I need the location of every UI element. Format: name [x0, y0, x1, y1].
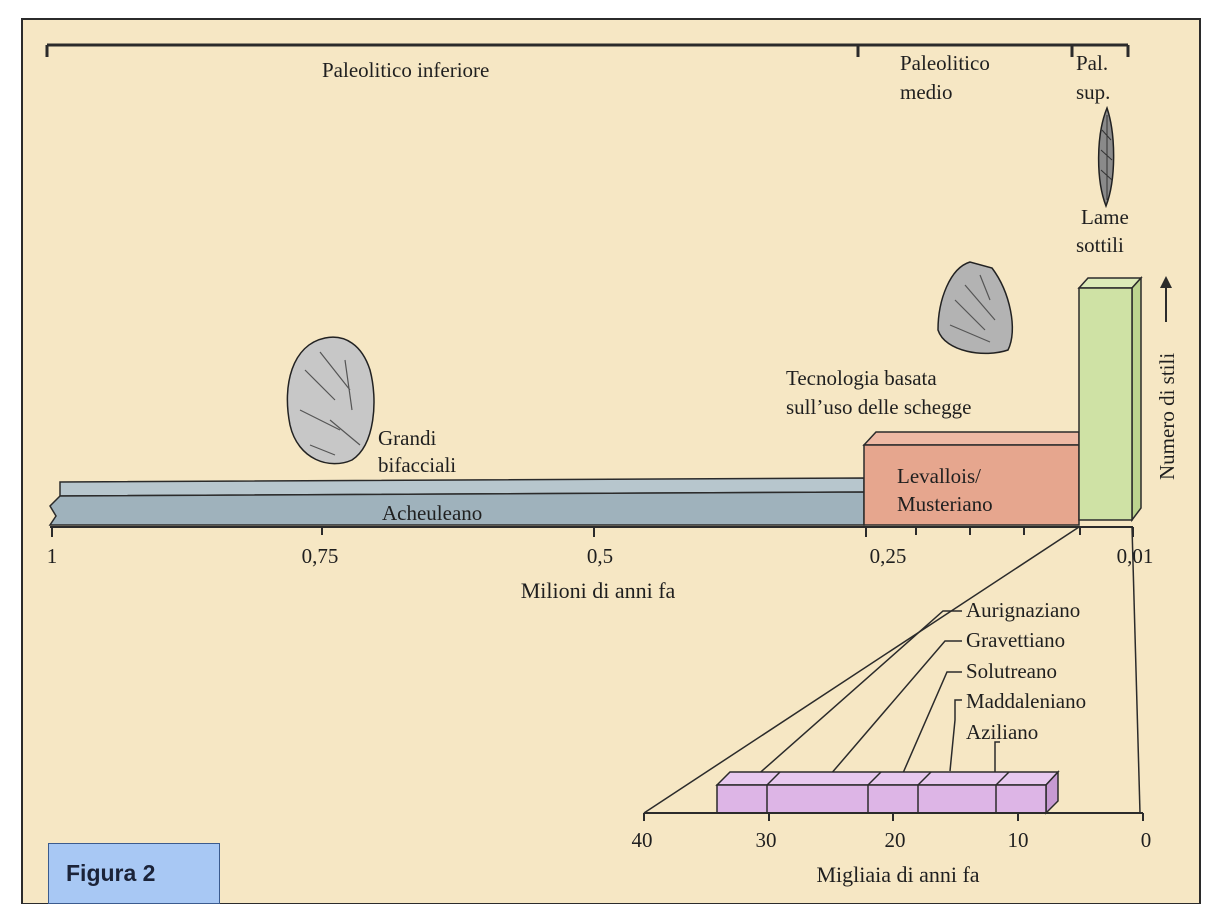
inset-tick-label: 20 [885, 828, 906, 852]
inset-tick-label: 0 [1141, 828, 1152, 852]
inset-tick-label: 30 [756, 828, 777, 852]
figure-label: Figura 2 [48, 843, 220, 904]
blades-label-line2: sottili [1076, 233, 1124, 257]
main-axis-title: Milioni di anni fa [521, 578, 676, 603]
culture-label: Aziliano [966, 720, 1038, 744]
period-middle-label-line1: Paleolitico [900, 51, 990, 75]
flakes-label-line1: Tecnologia basata [786, 366, 937, 390]
inset-tick-label: 40 [632, 828, 653, 852]
culture-label: Aurignaziano [966, 598, 1080, 622]
levallois-label-line2: Musteriano [897, 492, 993, 516]
main-tick-label: 0,01 [1117, 544, 1154, 568]
inset-tick-label: 10 [1008, 828, 1029, 852]
period-middle-label-line2: medio [900, 80, 953, 104]
acheulean-label: Acheuleano [382, 501, 482, 525]
period-upper-label-line1: Pal. [1076, 51, 1108, 75]
upper-paleolithic-bar [1079, 278, 1141, 520]
y-axis-label: Numero di stili [1155, 353, 1179, 480]
main-tick-label: 0,75 [302, 544, 339, 568]
biface-icon [287, 337, 374, 463]
culture-label: Maddaleniano [966, 689, 1086, 713]
period-lower-label: Paleolitico inferiore [322, 58, 489, 82]
bifaces-label-line2: bifacciali [378, 453, 456, 477]
inset-axis-title: Migliaia di anni fa [816, 862, 979, 887]
period-upper-label-line2: sup. [1076, 80, 1110, 104]
main-tick-label: 0,5 [587, 544, 613, 568]
levallois-label-line1: Levallois/ [897, 464, 981, 488]
culture-label: Solutreano [966, 659, 1057, 683]
culture-label: Gravettiano [966, 628, 1065, 652]
main-tick-label: 0,25 [870, 544, 907, 568]
blades-label-line1: Lame [1081, 205, 1129, 229]
flakes-label-line2: sull’uso delle schegge [786, 395, 971, 419]
main-tick-label: 1 [47, 544, 58, 568]
culture-bar [717, 772, 1058, 813]
bifaces-label-line1: Grandi [378, 426, 436, 450]
